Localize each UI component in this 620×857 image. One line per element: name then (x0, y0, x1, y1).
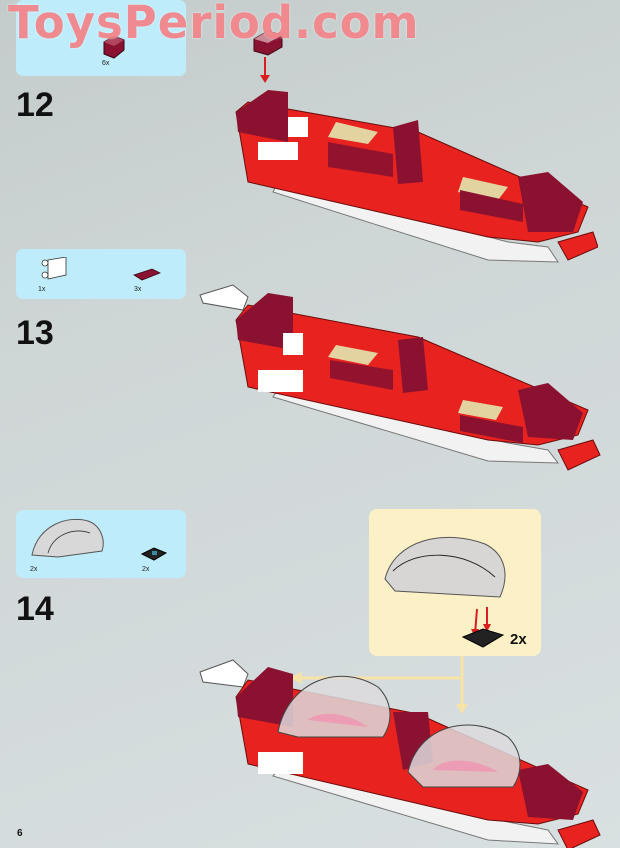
step-number: 13 (16, 314, 54, 352)
bottom-margin (0, 848, 620, 857)
canopy-hinge-subassembly-icon (384, 537, 506, 648)
step-number: 12 (16, 86, 54, 124)
sub-assembly-callout: 2x (369, 509, 541, 656)
boat-model-step-14 (199, 659, 601, 851)
callout-qty: 2x (510, 631, 527, 648)
part-qty: 6x (102, 60, 110, 67)
part-qty: 1x (38, 286, 46, 293)
dark-red-tile-icon (133, 268, 161, 281)
watermark: ToysPeriod.com (8, 0, 420, 49)
boat-model-step-13 (199, 284, 601, 471)
step-number: 14 (16, 590, 54, 628)
part-qty: 2x (142, 566, 150, 573)
part-qty: 3x (134, 286, 142, 293)
page-number: 6 (17, 828, 23, 839)
white-flag-plate-icon (41, 257, 67, 280)
trans-clear-canopy-icon (31, 518, 104, 558)
dark-red-slope-brick-icon (103, 35, 125, 59)
parts-box-step-14: 2x 2x (16, 510, 186, 578)
parts-box-step-12: 6x (16, 0, 186, 76)
black-hinge-plate-icon (140, 547, 168, 561)
parts-box-step-13: 1x 3x (16, 249, 186, 299)
part-qty: 2x (30, 566, 38, 573)
boat-model-step-12 (235, 90, 598, 263)
falling-brick-icon (253, 30, 283, 83)
